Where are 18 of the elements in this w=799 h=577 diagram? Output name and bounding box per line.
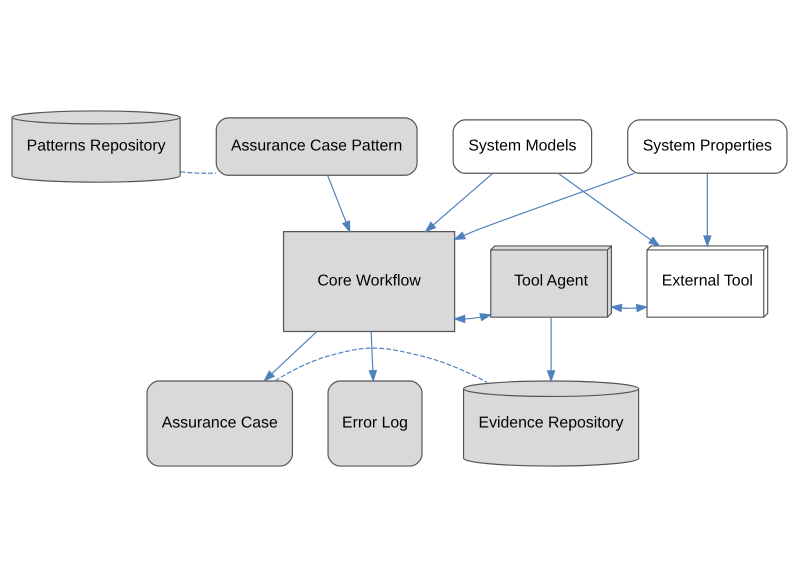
arrow — [424, 173, 493, 233]
node-box: Assurance Case Pattern — [216, 117, 418, 176]
node-box: Core Workflow — [282, 231, 456, 332]
connector — [274, 348, 488, 383]
arrow — [453, 172, 635, 240]
arrow — [452, 313, 492, 324]
node-box: Assurance Case — [146, 380, 294, 467]
arrow — [703, 174, 712, 248]
connector — [180, 171, 216, 174]
arrow — [263, 331, 317, 382]
node-box: System Models — [452, 119, 592, 174]
arrow — [610, 304, 648, 312]
arrow — [327, 175, 350, 234]
arrow — [558, 173, 661, 247]
node-box: Error Log — [327, 380, 423, 467]
node-box: System Properties — [627, 119, 788, 174]
arrow — [368, 332, 378, 382]
arrow — [546, 318, 556, 383]
